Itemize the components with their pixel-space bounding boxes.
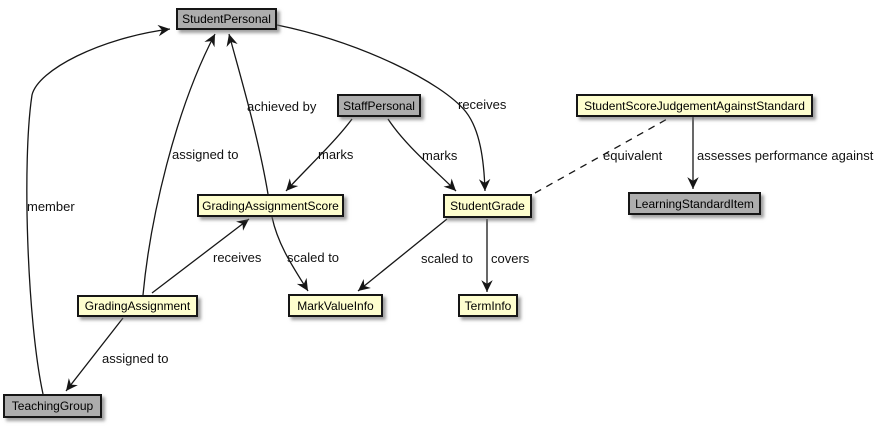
edge-label-scaled-to-left: scaled to xyxy=(287,250,340,265)
edge-label-assigned-to-upper: assigned to xyxy=(172,147,239,162)
edge-label-achieved-by: achieved by xyxy=(247,99,317,114)
edge-label-receives-top: receives xyxy=(458,97,507,112)
edge-label-assigned-to-lower: assigned to xyxy=(102,351,169,366)
edge-label-covers: covers xyxy=(491,251,530,266)
node-staff-personal: StaffPersonal xyxy=(337,94,421,117)
edge-label-equivalent: equivalent xyxy=(603,148,663,163)
edge-assigned-to-lower-line xyxy=(65,317,124,392)
node-student-grade: StudentGrade xyxy=(443,194,532,218)
edge-label-scaled-to-right: scaled to xyxy=(421,251,474,266)
node-term-info: TermInfo xyxy=(458,294,518,317)
edge-assigned-to-upper-line xyxy=(142,33,216,296)
edge-label-marks-right: marks xyxy=(422,148,458,163)
node-student-score-judgement-against-standard: StudentScoreJudgementAgainstStandard xyxy=(576,94,813,117)
edge-label-marks-left: marks xyxy=(318,147,354,162)
edge-label-receives-lower: receives xyxy=(213,250,262,265)
edge-marks-right-line xyxy=(387,118,457,192)
node-learning-standard-item: LearningStandardItem xyxy=(628,192,761,215)
edge-receives-lower-line xyxy=(151,218,250,294)
edge-label-assesses-performance-against: assesses performance against xyxy=(697,148,874,163)
node-grading-assignment: GradingAssignment xyxy=(77,295,198,317)
node-student-personal: StudentPersonal xyxy=(176,8,277,30)
node-mark-value-info: MarkValueInfo xyxy=(288,294,383,317)
node-teaching-group: TeachingGroup xyxy=(3,394,102,418)
edge-receives-top-line xyxy=(276,24,491,192)
node-grading-assignment-score: GradingAssignmentScore xyxy=(197,194,344,217)
edge-scaled-to-left-line xyxy=(271,216,309,292)
edge-scaled-to-right-line xyxy=(357,218,448,292)
edge-member-line xyxy=(26,24,171,395)
edge-marks-left-line xyxy=(285,118,353,192)
edge-achieved-by-line xyxy=(226,33,269,195)
edge-label-member: member xyxy=(27,199,75,214)
